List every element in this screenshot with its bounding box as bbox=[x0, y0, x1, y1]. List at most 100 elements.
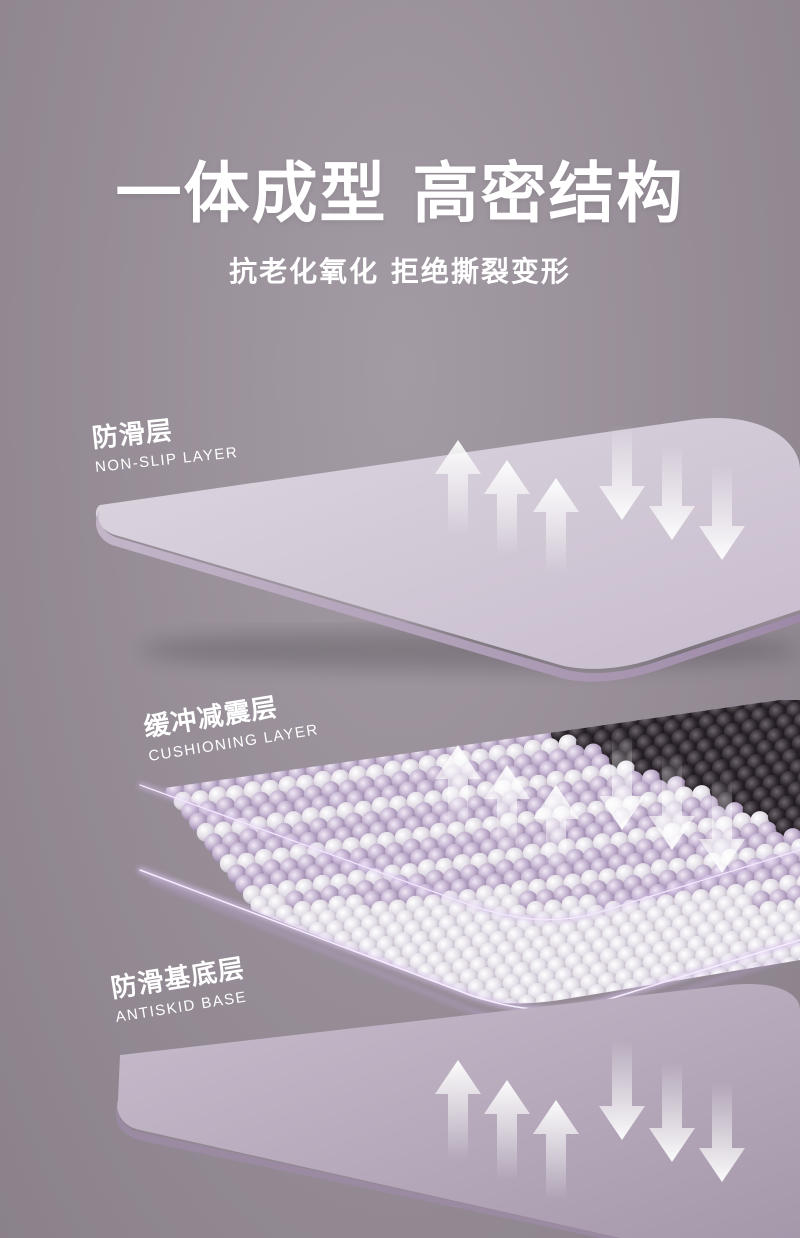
arrow-down-icon bbox=[699, 778, 745, 873]
arrow-down-icon bbox=[699, 465, 745, 560]
bead bbox=[735, 700, 755, 706]
bead bbox=[525, 717, 545, 737]
bead bbox=[473, 724, 493, 744]
bead bbox=[588, 700, 607, 716]
bead bbox=[780, 956, 800, 976]
bead bbox=[395, 724, 415, 744]
bead bbox=[345, 998, 365, 1004]
bead bbox=[763, 671, 782, 690]
bead bbox=[368, 739, 388, 759]
arrow-down-icon bbox=[599, 735, 645, 830]
pressure-arrows bbox=[435, 425, 745, 1200]
bead bbox=[543, 713, 563, 733]
bead bbox=[327, 999, 347, 1004]
page-subtitle: 抗老化氧化 拒绝撕裂变形 bbox=[229, 255, 571, 288]
bead bbox=[770, 700, 790, 701]
bead bbox=[325, 734, 345, 754]
arrow-down-icon bbox=[649, 1062, 695, 1162]
cushioning-beads bbox=[150, 671, 800, 1004]
bead bbox=[322, 967, 341, 987]
bead bbox=[465, 713, 485, 733]
bead bbox=[438, 729, 458, 749]
bead bbox=[405, 999, 425, 1004]
bead bbox=[791, 734, 800, 754]
bead bbox=[273, 743, 292, 763]
bead bbox=[518, 707, 537, 727]
bead bbox=[746, 672, 765, 691]
bead bbox=[337, 987, 357, 1004]
bead bbox=[794, 895, 800, 915]
bead bbox=[728, 676, 747, 695]
bead bbox=[683, 700, 703, 712]
arrow-up-icon bbox=[484, 460, 530, 555]
bead bbox=[422, 998, 442, 1004]
bead bbox=[380, 993, 400, 1004]
bead bbox=[718, 700, 738, 707]
arrow-up-icon bbox=[533, 785, 579, 875]
arrow-up-icon bbox=[435, 745, 481, 835]
bead bbox=[430, 718, 450, 738]
bead bbox=[595, 707, 615, 727]
bead bbox=[658, 700, 677, 706]
arrow-up-icon bbox=[484, 765, 530, 855]
bead bbox=[397, 989, 417, 1004]
bead bbox=[630, 701, 650, 721]
bead bbox=[753, 700, 773, 702]
bead bbox=[289, 947, 309, 967]
arrow-down-icon bbox=[649, 445, 695, 540]
arrow-down-icon bbox=[599, 425, 645, 520]
bead bbox=[570, 700, 590, 718]
bead bbox=[372, 982, 392, 1002]
bead bbox=[787, 781, 800, 801]
bead bbox=[448, 717, 467, 737]
bead bbox=[290, 739, 310, 759]
arrow-down-icon bbox=[699, 1082, 745, 1182]
page-title: 一体成型 高密结构 bbox=[115, 155, 685, 232]
bead bbox=[238, 748, 257, 768]
bead bbox=[560, 712, 580, 732]
bead bbox=[378, 727, 397, 747]
bead bbox=[788, 677, 800, 696]
bead bbox=[786, 885, 800, 905]
bead bbox=[354, 984, 374, 1004]
bead bbox=[312, 978, 332, 998]
bead bbox=[648, 700, 668, 718]
bead bbox=[413, 722, 432, 742]
bead bbox=[700, 700, 720, 711]
bead bbox=[693, 700, 712, 701]
bead bbox=[319, 989, 339, 1004]
bead bbox=[314, 956, 334, 976]
bead bbox=[339, 963, 359, 983]
bead bbox=[333, 744, 353, 764]
bead bbox=[362, 994, 382, 1004]
bead bbox=[403, 734, 423, 754]
bead bbox=[304, 968, 324, 988]
bead bbox=[263, 755, 283, 775]
bead bbox=[711, 677, 730, 696]
arrow-down-icon bbox=[599, 1040, 645, 1140]
bead bbox=[578, 708, 598, 728]
bead bbox=[360, 729, 380, 749]
arrow-up-icon bbox=[533, 1100, 579, 1200]
bead bbox=[483, 712, 502, 732]
bead bbox=[640, 700, 660, 707]
bead bbox=[296, 958, 316, 978]
arrow-up-icon bbox=[435, 1060, 481, 1160]
bead bbox=[623, 700, 642, 711]
arrow-up-icon bbox=[435, 440, 481, 535]
bead bbox=[508, 718, 528, 738]
bead bbox=[518, 994, 537, 1004]
arrow-up-icon bbox=[484, 1080, 530, 1180]
bead bbox=[343, 733, 362, 753]
bead bbox=[745, 961, 765, 981]
bead bbox=[500, 708, 520, 728]
bead bbox=[203, 753, 222, 773]
bead bbox=[308, 738, 327, 758]
bead bbox=[675, 700, 695, 702]
bead bbox=[605, 700, 625, 712]
bead bbox=[298, 750, 318, 770]
bead bbox=[553, 701, 572, 721]
bead bbox=[347, 973, 367, 993]
